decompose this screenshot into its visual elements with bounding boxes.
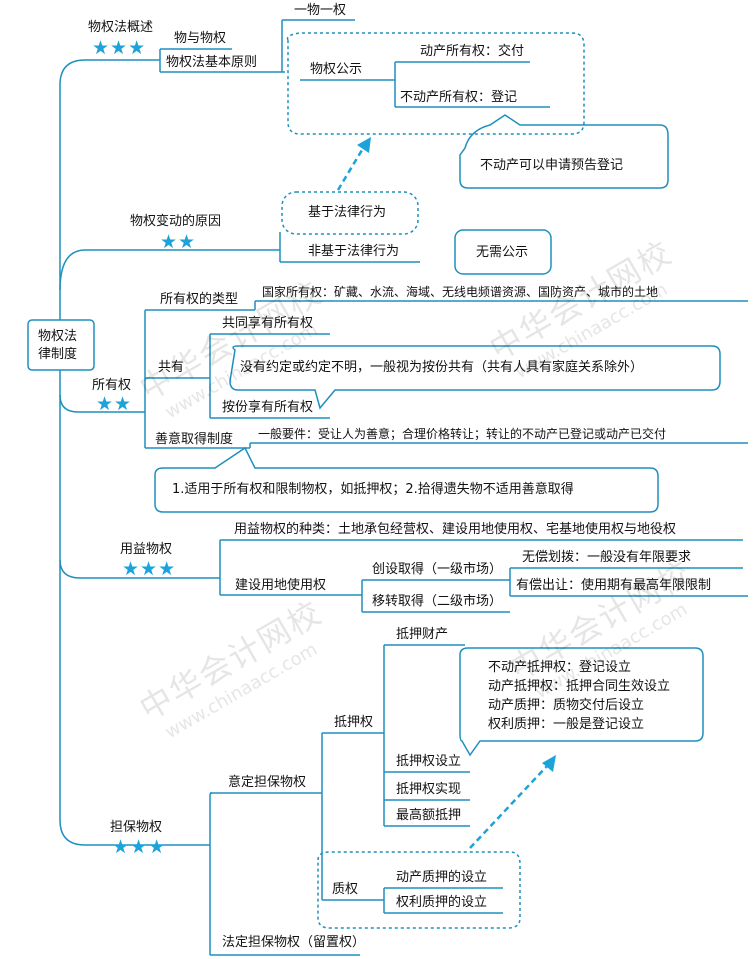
- node-usufruct-kinds: 用益物权的种类：土地承包经营权、建设用地使用权、宅基地使用权与地役权: [234, 522, 677, 537]
- note-co-ownership: 没有约定或约定不明，一般视为按份共有（共有人具有家庭关系除外）: [240, 360, 644, 375]
- node-thing-and-right: 物与物权: [174, 31, 227, 46]
- star-rating: ★★: [96, 393, 133, 415]
- branch-title-overview: 物权法概述: [88, 20, 154, 35]
- node-mortgage-property: 抵押财产: [396, 627, 449, 642]
- node-joint-ownership: 共同享有所有权: [222, 316, 314, 331]
- node-share-ownership: 按份享有所有权: [222, 400, 314, 415]
- node-pledge: 质权: [332, 882, 359, 897]
- node-movable-pledge: 动产质押的设立: [396, 870, 488, 885]
- note-advance-registration: 不动产可以申请预告登记: [480, 158, 624, 173]
- node-mortgage: 抵押权: [334, 715, 374, 730]
- node-agreed-security: 意定担保物权: [228, 775, 307, 790]
- node-good-faith: 善意取得制度: [155, 432, 234, 447]
- node-immovable-registration: 不动产所有权：登记: [400, 90, 518, 105]
- node-right-pledge: 权利质押的设立: [396, 895, 488, 910]
- node-mortgage-realization: 抵押权实现: [396, 782, 462, 797]
- branch-title-ownership: 所有权: [92, 378, 132, 393]
- node-state-ownership: 国家所有权：矿藏、水流、海域、无线电频谱资源、国防资产、城市的土地: [262, 285, 659, 299]
- node-one-thing-one-right: 一物一权: [294, 3, 347, 18]
- note-mortgage-1: 不动产抵押权：登记设立: [488, 660, 632, 675]
- node-ownership-types: 所有权的类型: [160, 292, 239, 307]
- branch-title-change: 物权变动的原因: [130, 214, 222, 229]
- note-good-faith: 1.适用于所有权和限制物权，如抵押权；2.拾得遗失物不适用善意取得: [172, 482, 574, 497]
- node-free-allocation: 无偿划拨：一般没有年限要求: [522, 550, 692, 565]
- note-mortgage-3: 动产质押：质物交付后设立: [488, 698, 645, 713]
- note-mortgage-2: 动产抵押权：抵押合同生效设立: [488, 679, 671, 694]
- root-node: 物权法 律制度: [38, 329, 78, 362]
- node-statutory-security: 法定担保物权（留置权）: [222, 935, 366, 950]
- node-paid-grant: 有偿出让：使用期有最高年限限制: [516, 578, 712, 593]
- branch-title-security: 担保物权: [110, 820, 163, 835]
- node-mortgage-creation: 抵押权设立: [396, 754, 462, 769]
- node-legal-act: 基于法律行为: [308, 205, 387, 220]
- star-rating: ★★★: [92, 37, 147, 59]
- star-rating: ★★★: [112, 836, 167, 858]
- node-original-acquisition: 创设取得（一级市场）: [372, 562, 503, 577]
- node-construction-land: 建设用地使用权: [235, 578, 327, 593]
- node-transfer-acquisition: 移转取得（二级市场）: [372, 594, 503, 609]
- star-rating: ★★: [160, 231, 197, 253]
- node-basic-principles: 物权法基本原则: [166, 55, 258, 70]
- branch-title-usufruct: 用益物权: [120, 542, 173, 557]
- note-mortgage-4: 权利质押：一般是登记设立: [488, 717, 645, 732]
- node-non-legal-act: 非基于法律行为: [308, 244, 400, 259]
- node-good-faith-requirements: 一般要件：受让人为善意；合理价格转让；转让的不动产已登记或动产已交付: [258, 427, 667, 441]
- node-max-mortgage: 最高额抵押: [396, 808, 462, 823]
- star-rating: ★★★: [122, 558, 177, 580]
- node-no-publicity: 无需公示: [476, 245, 529, 260]
- node-movable-delivery: 动产所有权：交付: [420, 44, 525, 59]
- node-publicity: 物权公示: [310, 62, 363, 77]
- node-co-ownership: 共有: [158, 360, 185, 375]
